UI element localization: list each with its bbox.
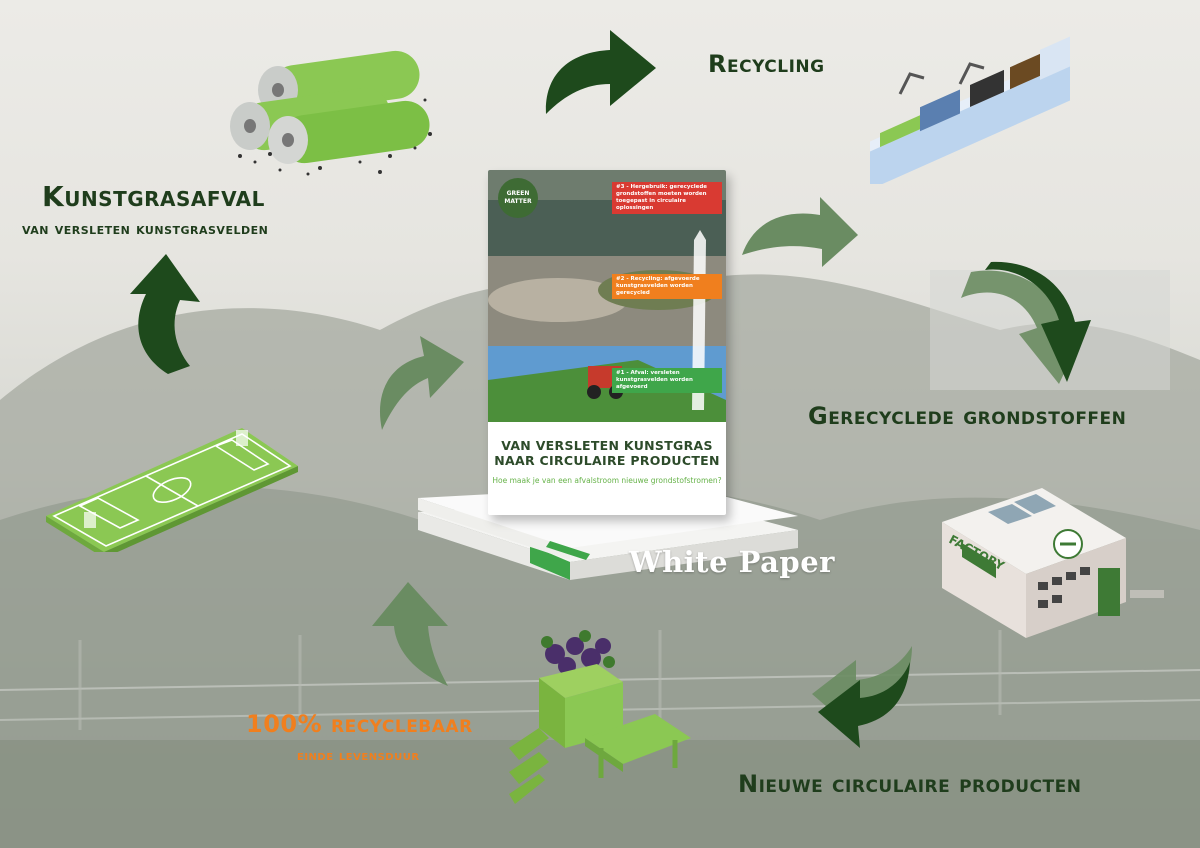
recyclebaar-title: 100% recyclebaar: [246, 710, 473, 738]
recycling-machine-illustration: [870, 36, 1070, 184]
white-paper-label: White Paper: [629, 545, 835, 579]
cover-tag-2: #2 - Recycling: afgevoerde kunstgrasveld…: [612, 274, 722, 299]
arrow-to-grondstoffen-icon: [961, 261, 1091, 384]
arrow-to-recyclebaar-icon: [372, 582, 448, 686]
cover-tag-1: #1 - Afval: versleten kunstgrasvelden wo…: [612, 368, 722, 393]
white-paper-book[interactable]: #3 - Hergebruik: gerecyclede grondstoffe…: [410, 170, 810, 590]
gerecyclede-grondstoffen-label: Gerecyclede grondstoffen: [808, 402, 1127, 430]
recyclebaar-subtitle: einde levensduur: [297, 748, 420, 764]
nieuwe-circulaire-producten-label: Nieuwe circulaire producten: [738, 770, 1082, 798]
recycling-label: Recycling: [708, 50, 825, 78]
book-title-line1: VAN VERSLETEN KUNSTGRAS: [501, 438, 713, 453]
turf-rolls-illustration: [230, 50, 432, 176]
book-title: VAN VERSLETEN KUNSTGRAS NAAR CIRCULAIRE …: [488, 438, 726, 468]
book-title-line2: NAAR CIRCULAIRE PRODUCTEN: [494, 453, 720, 468]
factory-illustration: FACTORY: [942, 488, 1164, 638]
kunstgrasafval-subtitle: van versleten kunstgrasvelden: [22, 220, 269, 238]
kunstgrasafval-title: Kunstgrasafval: [42, 180, 265, 213]
arrow-to-kunstgrasafval-icon: [130, 254, 200, 374]
football-field-illustration: [46, 428, 298, 552]
arrow-book-to-factory-icon: [742, 197, 858, 267]
book-subtitle: Hoe maak je van een afvalstroom nieuwe g…: [492, 476, 722, 485]
book-cover: #3 - Hergebruik: gerecyclede grondstoffe…: [488, 170, 726, 515]
arrow-to-nieuwe-producten-icon: [812, 646, 912, 748]
arrow-to-book-icon: [379, 336, 464, 430]
arrow-to-recycling-icon: [545, 30, 656, 114]
planter-bench-illustration: [509, 630, 691, 804]
cover-tag-3: #3 - Hergebruik: gerecyclede grondstoffe…: [612, 182, 722, 214]
green-matter-logo: GREEN MATTER: [498, 178, 538, 218]
